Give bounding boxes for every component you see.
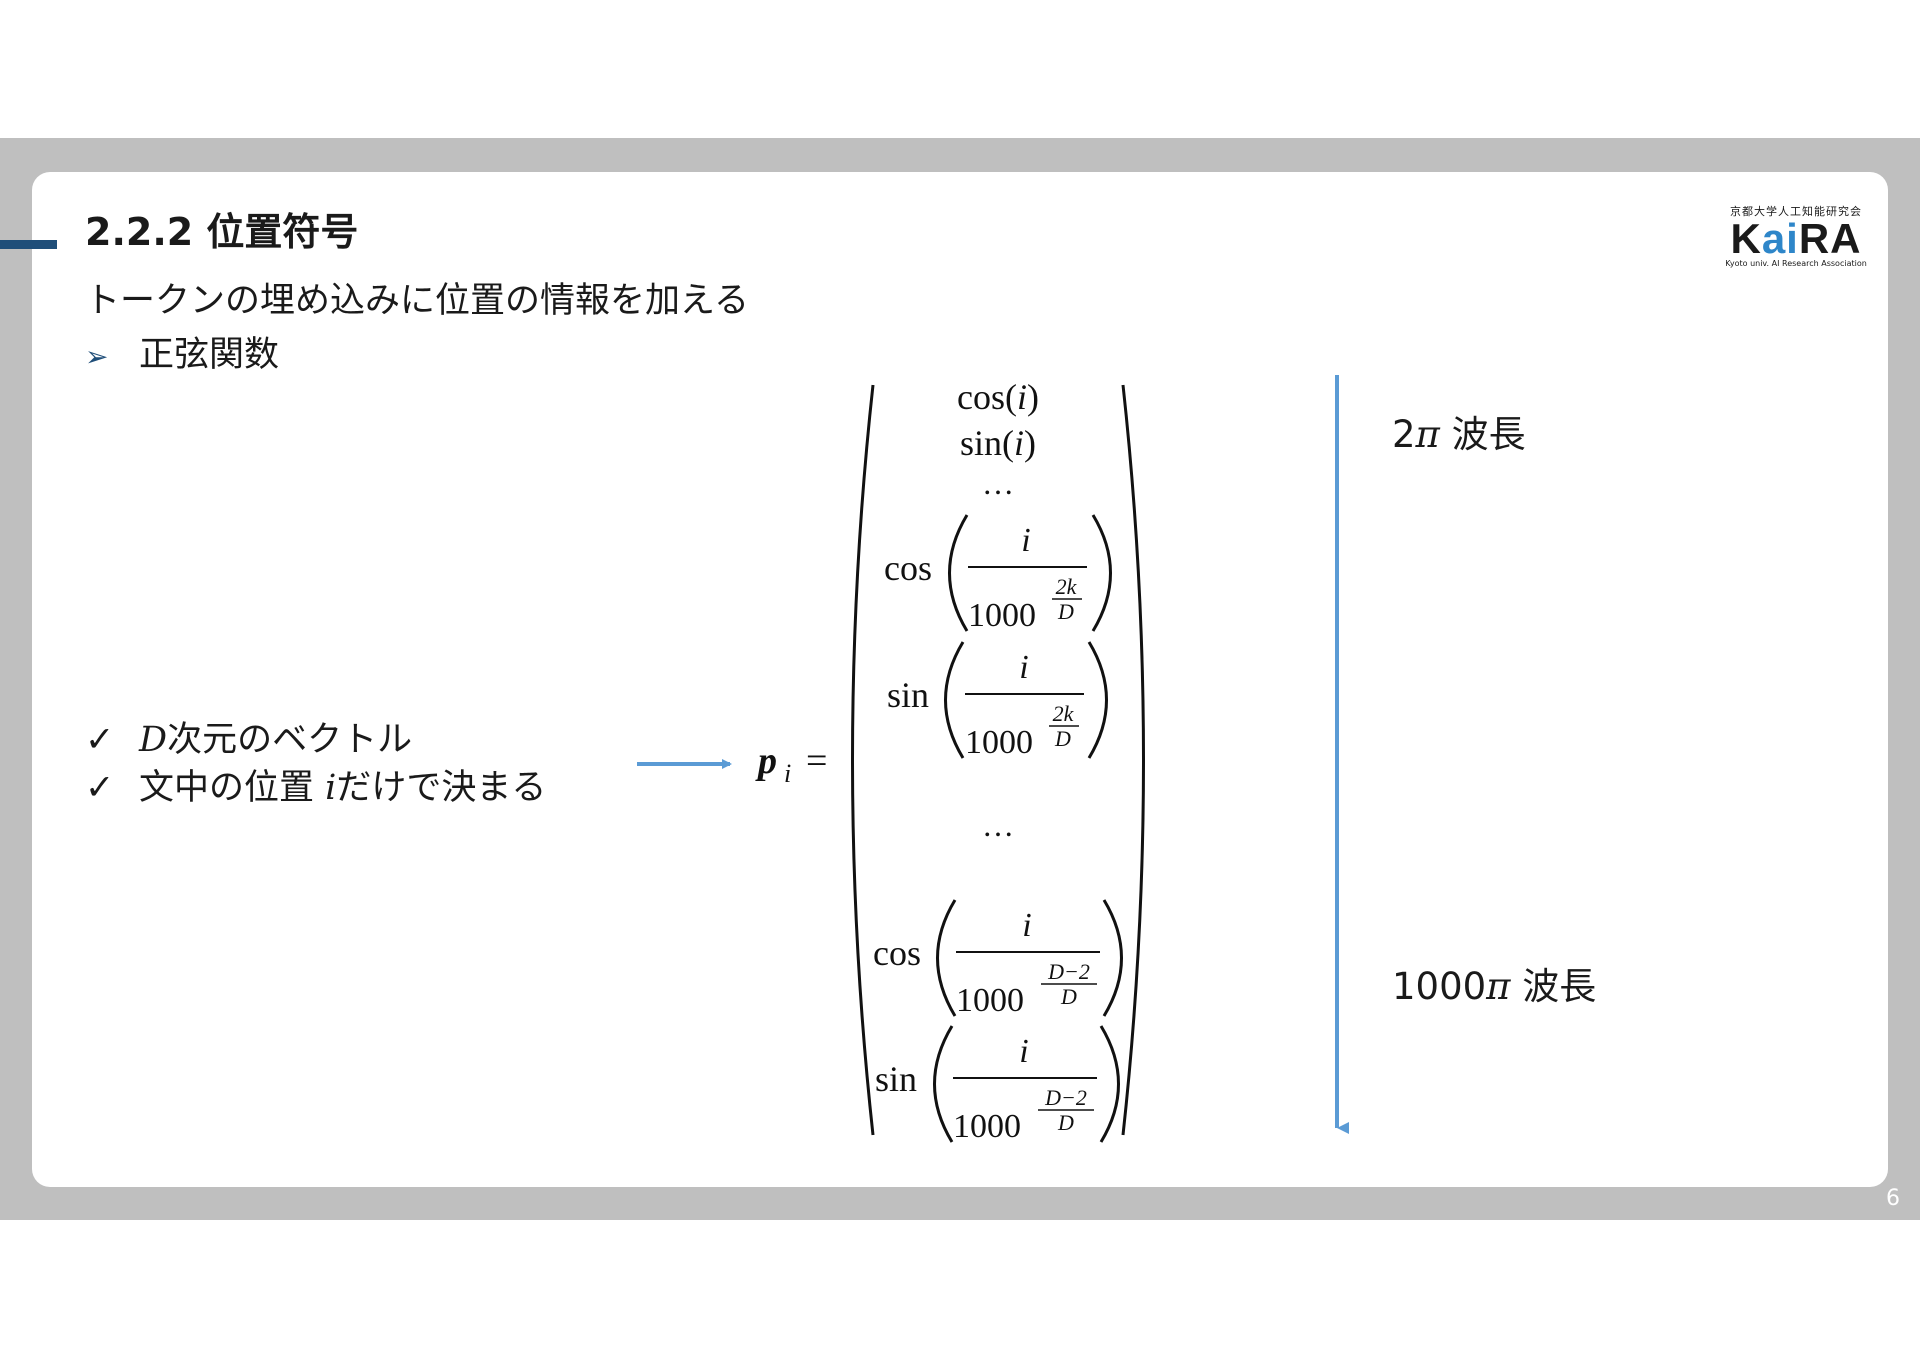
kaira-logo: 京都大学人工知能研究会 KaiRA Kyoto univ. AI Researc… [1722, 206, 1870, 270]
svg-text:D: D [1054, 726, 1071, 751]
svg-text:D: D [1057, 1110, 1074, 1135]
check-list: ✓ D次元のベクトル ✓ 文中の位置 iだけで決まる [85, 716, 546, 812]
row-cos-i: cos(i) [957, 377, 1039, 417]
svg-text:i: i [1019, 1033, 1028, 1070]
row-sin-dm2: sin i 1000 D−2 D [875, 1025, 1120, 1145]
lhs-var: p [755, 740, 777, 782]
logo-wordmark: KaiRA [1730, 215, 1862, 262]
row-sin-i: sin(i) [960, 423, 1036, 463]
svg-text:i: i [1019, 649, 1028, 686]
lhs-equals: = [806, 740, 827, 782]
slide-subtitle: トークンの埋め込みに位置の情報を加える [85, 281, 749, 321]
svg-text:1000: 1000 [953, 1108, 1021, 1145]
svg-text:1000: 1000 [956, 982, 1024, 1019]
svg-text:i: i [1021, 522, 1030, 559]
bullet-label: 正弦関数 [139, 335, 280, 375]
svg-text:D−2: D−2 [1047, 959, 1090, 984]
right-big-paren [1121, 384, 1145, 1136]
svg-text:sin: sin [875, 1059, 917, 1099]
title-accent-bar [0, 240, 57, 249]
svg-text:2k: 2k [1053, 701, 1075, 726]
left-big-paren [851, 384, 875, 1136]
check-text: だけで決まる [336, 768, 547, 808]
logo-tagline: Kyoto univ. AI Research Association [1725, 259, 1867, 268]
row-ellipsis: … [982, 465, 1014, 501]
svg-text:D: D [1057, 599, 1074, 624]
logo-subtitle: 京都大学人工知能研究会 [1730, 205, 1862, 218]
check-pre: 文中の位置 [139, 768, 326, 808]
svg-text:cos: cos [884, 548, 932, 588]
checkmark-icon: ✓ [85, 720, 115, 760]
svg-text:1000: 1000 [968, 597, 1036, 634]
svg-text:2k: 2k [1056, 574, 1078, 599]
svg-text:D−2: D−2 [1044, 1085, 1087, 1110]
bullet-sine-functions: ➢ 正弦関数 [85, 334, 279, 376]
svg-text:i: i [1022, 907, 1031, 944]
check-var: i [325, 768, 337, 808]
page-number: 6 [1886, 1186, 1900, 1211]
svg-text:sin: sin [887, 675, 929, 715]
lhs-sub: i [784, 759, 791, 788]
checkmark-icon: ✓ [85, 768, 115, 808]
svg-text:cos: cos [873, 933, 921, 973]
wavelength-bottom: 1000π 波長 [1392, 965, 1597, 1008]
row-ellipsis-2: … [982, 807, 1014, 843]
wavelength-top: 2π 波長 [1392, 413, 1526, 456]
svg-text:1000: 1000 [965, 724, 1033, 761]
row-cos-dm2: cos i 1000 D−2 D [873, 899, 1123, 1019]
check-item-dimension: ✓ D次元のベクトル [85, 716, 546, 764]
check-var: D [139, 720, 168, 760]
check-text: 次元のベクトル [167, 720, 413, 760]
svg-text:D: D [1060, 984, 1077, 1009]
row-cos-2k: cos i 1000 2k D [884, 514, 1112, 634]
row-sin-2k: sin i 1000 2k D [887, 641, 1108, 761]
slide-card [32, 172, 1888, 1187]
check-item-position: ✓ 文中の位置 iだけで決まる [85, 764, 546, 812]
slide-title: 2.2.2 位置符号 [85, 210, 359, 254]
arrow-bullet-icon: ➢ [85, 340, 109, 373]
